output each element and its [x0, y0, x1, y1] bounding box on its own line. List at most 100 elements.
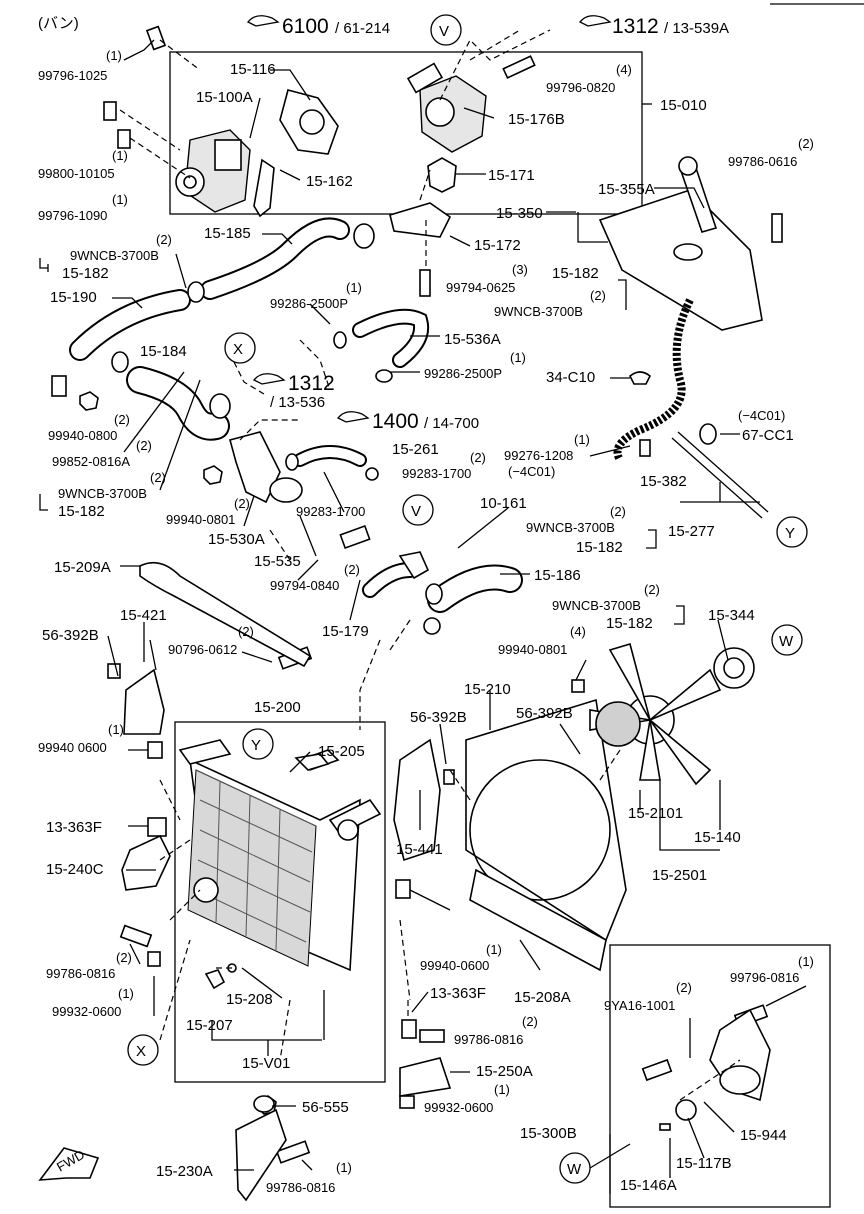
part-label: 99283-1700: [296, 504, 365, 519]
hand-pointer-icon: [252, 373, 286, 385]
part-label: 99794-0625: [446, 280, 515, 295]
fwd-arrow-icon: FWD: [38, 1147, 100, 1181]
part-label: 99932-0600: [424, 1100, 493, 1115]
part-label: (2): [114, 412, 130, 427]
part-label: 15-184: [140, 343, 187, 360]
part-label: 13-363F: [430, 985, 486, 1002]
fan-clutch: [595, 701, 641, 747]
part-label: (2): [234, 496, 250, 511]
circle-x: X: [136, 1043, 146, 1060]
part-label: (1): [112, 192, 128, 207]
circle-x: X: [233, 341, 243, 358]
part-label: (2): [156, 232, 172, 247]
part-label: 15-185: [204, 225, 251, 242]
part-label: 13-363F: [46, 819, 102, 836]
ref-6100: 6100 / 61-214: [246, 15, 390, 38]
part-label: 15-300B: [520, 1125, 577, 1142]
part-label: (1): [112, 148, 128, 163]
part-label: (1): [346, 280, 362, 295]
part-label: 15-179: [322, 623, 369, 640]
part-label: 9WNCB-3700B: [70, 248, 159, 263]
radiator-core: [178, 739, 382, 972]
part-label: (2): [798, 136, 814, 151]
fan-shroud: [465, 698, 627, 972]
ref-1312-top: 1312 / 13-539A: [578, 15, 729, 38]
part-label: 99940-0801: [166, 512, 235, 527]
part-label: 15-190: [50, 289, 97, 306]
circle-v: V: [411, 503, 421, 520]
bolt: [771, 213, 783, 243]
part-label: 99940-0800: [48, 428, 117, 443]
part-label: 15-250A: [476, 1063, 533, 1080]
part-label: 9WNCB-3700B: [552, 598, 641, 613]
callout-lines: [107, 39, 807, 1194]
part-label: 99786-0816: [266, 1180, 335, 1195]
part-label: (2): [116, 950, 132, 965]
part-label: 56-392B: [410, 709, 467, 726]
seal-15-421: [123, 668, 165, 735]
gasket-15-535: [269, 477, 303, 503]
grommet-56-555: [253, 1095, 275, 1113]
part-label: 99283-1700: [402, 466, 471, 481]
part-label: 15-205: [318, 743, 365, 760]
part-label: (1): [486, 942, 502, 957]
part-label: (1): [574, 432, 590, 447]
part-label: 15-117B: [676, 1155, 732, 1172]
part-label: (2): [676, 980, 692, 995]
part-label: 15-441: [396, 841, 443, 858]
part-label: 99286-2500P: [270, 296, 348, 311]
hand-pointer-icon: [578, 15, 612, 27]
part-label: 15-182: [552, 265, 599, 282]
part-label: 10-161: [480, 495, 527, 512]
part-label: 90796-0612: [168, 642, 237, 657]
bolt: [502, 55, 536, 79]
bracket-15-230A: [235, 1108, 287, 1202]
part-label: (2): [136, 438, 152, 453]
gasket: [279, 89, 339, 155]
thermostat-housing: [406, 62, 487, 153]
pin-15-146A: [659, 1123, 671, 1131]
part-label: 15-162: [306, 173, 353, 190]
part-label: 9WNCB-3700B: [58, 486, 147, 501]
seal-15-441: [393, 738, 441, 862]
ref-sub: / 13-539A: [664, 20, 729, 37]
part-label: (1): [510, 350, 526, 365]
brace-15-209A: [139, 561, 312, 668]
fan-clutch-group-box: [609, 944, 831, 1208]
circle-w: W: [567, 1161, 582, 1178]
part-label: (−4C01): [508, 464, 555, 479]
part-label: 15-176B: [508, 111, 565, 128]
part-label: (2): [610, 504, 626, 519]
part-label: 15-277: [668, 523, 715, 540]
fan-pulley-15-344: [713, 647, 755, 689]
part-label: 99786-0816: [46, 966, 115, 981]
part-label: (1): [798, 954, 814, 969]
part-label: (4): [616, 62, 632, 77]
part-label: 15-208A: [514, 989, 571, 1006]
bracket-15-250A: [399, 1057, 452, 1097]
part-label: (2): [644, 582, 660, 597]
part-label: 15-146A: [620, 1177, 677, 1194]
part-label: 56-555: [302, 1099, 349, 1116]
cooling-fan: [589, 642, 722, 786]
part-label: 9WNCB-3700B: [494, 304, 583, 319]
part-label: 99940-0801: [498, 642, 567, 657]
part-label: 99796-0820: [546, 80, 615, 95]
ref-main: 1312: [612, 15, 659, 38]
hand-pointer-icon: [336, 411, 370, 423]
bracket-15-162: [253, 158, 275, 218]
part-label: 15-010: [660, 97, 707, 114]
part-label: 99796-0816: [730, 970, 799, 985]
part-label: 15-182: [606, 615, 653, 632]
part-label: 15-182: [62, 265, 109, 282]
part-label: 9WNCB-3700B: [526, 520, 615, 535]
leader-lines: [119, 29, 741, 1169]
part-label: 99940 0600: [38, 740, 107, 755]
bracket-15-240C: [121, 834, 171, 891]
circle-v: V: [439, 23, 449, 40]
part-label: 99796-1090: [38, 208, 107, 223]
part-label: (4): [570, 624, 586, 639]
washer-15-117B: [675, 1099, 697, 1121]
part-label: 15-200: [254, 699, 301, 716]
